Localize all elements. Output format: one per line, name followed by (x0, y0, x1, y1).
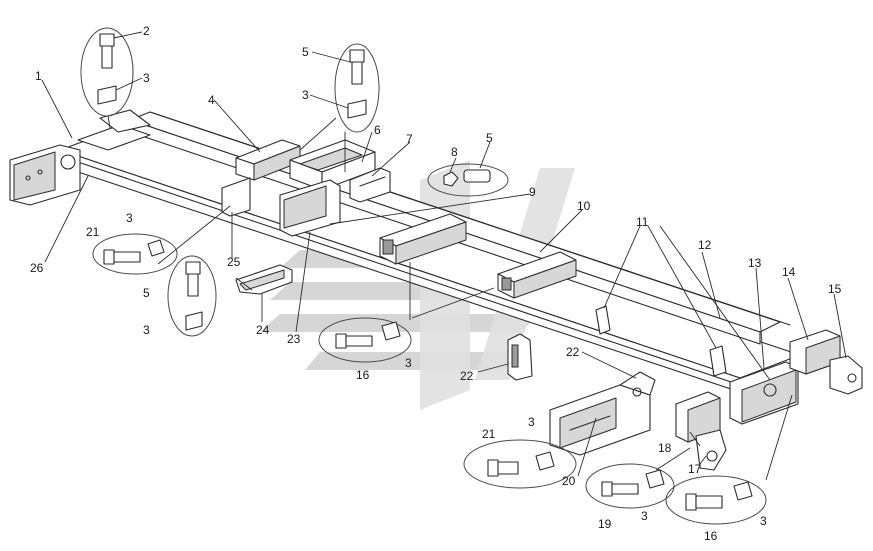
fastener-group-2-3 (80, 27, 134, 117)
front-bracket (9, 109, 151, 206)
callout-1: 1 (35, 69, 42, 83)
callout-3: 3 (760, 514, 767, 528)
callout-21: 21 (482, 427, 496, 441)
gusset-23 (279, 179, 341, 237)
callout-13: 13 (748, 256, 762, 270)
crossmember-10 (497, 251, 577, 299)
fastener-group-5-3-top (334, 43, 380, 133)
callout-20: 20 (562, 474, 576, 488)
callout-16: 16 (704, 529, 718, 543)
callout-17: 17 (688, 462, 702, 476)
bracket-7 (349, 167, 391, 203)
callout-22: 22 (460, 369, 474, 383)
fastener-group-8-5 (427, 163, 509, 197)
callout-9: 9 (529, 185, 536, 199)
callout-8: 8 (451, 145, 458, 159)
rear-tow-13 (729, 361, 799, 425)
bracket-24 (235, 264, 293, 295)
callout-4: 4 (208, 93, 215, 107)
callout-25: 25 (227, 255, 241, 269)
fastener-group-19-3 (585, 463, 675, 509)
callout-labels: 1 2 3 4 5 3 6 7 8 5 9 10 11 12 13 14 15 … (30, 24, 842, 543)
callout-2: 2 (143, 24, 150, 38)
callout-26: 26 (30, 261, 44, 275)
callout-24: 24 (256, 323, 270, 337)
crossmember-6 (289, 139, 376, 191)
callout-19: 19 (598, 517, 612, 531)
callout-3: 3 (641, 509, 648, 523)
callout-22: 22 (566, 345, 580, 359)
callout-10: 10 (577, 199, 591, 213)
callout-3: 3 (143, 323, 150, 337)
fastener-group-16-3-mid (318, 317, 412, 363)
fastener-group-5-3-mid (167, 255, 217, 337)
callout-3: 3 (405, 356, 412, 370)
callout-18: 18 (658, 441, 672, 455)
callout-5: 5 (302, 45, 309, 59)
callout-21: 21 (86, 225, 100, 239)
end-plate-15 (829, 355, 863, 395)
callout-3: 3 (126, 211, 133, 225)
block-18 (675, 391, 721, 443)
crossmember-9 (379, 213, 467, 265)
spring-bracket-22a (507, 333, 533, 381)
callout-14: 14 (782, 265, 796, 279)
callout-3: 3 (302, 88, 309, 102)
fastener-group-21-3-right (463, 439, 577, 489)
callout-6: 6 (374, 123, 381, 137)
callout-3: 3 (143, 71, 150, 85)
vertical-plate-11a (595, 305, 611, 335)
leader-lines (41, 31, 847, 481)
callout-23: 23 (287, 332, 301, 346)
callout-5: 5 (143, 286, 150, 300)
fastener-group-21-3-left (92, 233, 178, 275)
callout-3: 3 (528, 415, 535, 429)
callout-11: 11 (636, 215, 649, 229)
fastener-group-16-3-right (665, 475, 767, 525)
callout-5: 5 (486, 131, 493, 145)
rear-crossmember-20 (549, 371, 656, 456)
vertical-plate-11b (709, 345, 727, 377)
callout-16: 16 (356, 368, 370, 382)
callout-12: 12 (698, 238, 712, 252)
callout-15: 15 (828, 282, 842, 296)
callout-7: 7 (406, 132, 413, 146)
